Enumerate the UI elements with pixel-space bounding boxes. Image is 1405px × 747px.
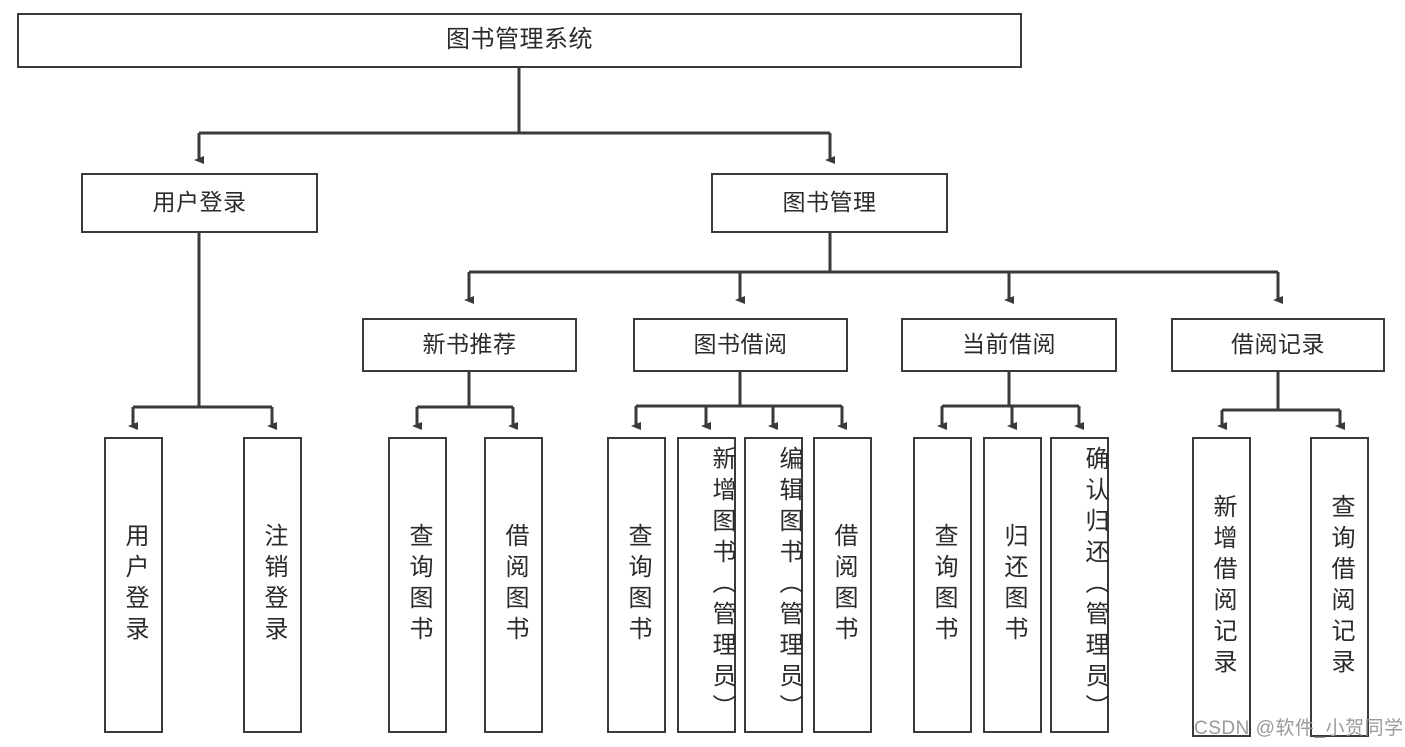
- node-label: 图书管理系统: [446, 26, 593, 54]
- leaf-edit-book-admin[interactable]: 编辑图书（管理员）: [744, 437, 803, 733]
- leaf-add-borrow-record[interactable]: 新增借阅记录: [1192, 437, 1251, 737]
- node-label: 查询图书: [929, 523, 957, 647]
- node-new-book-recommend[interactable]: 新书推荐: [362, 318, 577, 372]
- leaf-logout[interactable]: 注销登录: [243, 437, 302, 733]
- node-label: 归还图书: [999, 523, 1027, 647]
- node-label: 借阅图书: [829, 523, 857, 647]
- node-label: 编辑图书（管理员）: [775, 445, 802, 725]
- leaf-query-book-current[interactable]: 查询图书: [913, 437, 972, 733]
- node-label: 借阅图书: [500, 523, 528, 647]
- node-label: 新书推荐: [422, 331, 517, 358]
- leaf-confirm-return-admin[interactable]: 确认归还（管理员）: [1050, 437, 1109, 733]
- node-root-book-management-system[interactable]: 图书管理系统: [17, 13, 1022, 68]
- node-label: 查询图书: [404, 523, 432, 647]
- node-label: 用户登录: [152, 189, 247, 216]
- leaf-return-book[interactable]: 归还图书: [983, 437, 1042, 733]
- leaf-query-book-borrow[interactable]: 查询图书: [607, 437, 666, 733]
- node-label: 查询图书: [623, 523, 651, 647]
- node-label: 图书借阅: [693, 331, 788, 358]
- node-current-borrow[interactable]: 当前借阅: [901, 318, 1117, 372]
- leaf-query-borrow-record[interactable]: 查询借阅记录: [1310, 437, 1369, 737]
- leaf-user-login[interactable]: 用户登录: [104, 437, 163, 733]
- node-label: 查询借阅记录: [1326, 494, 1354, 680]
- leaf-borrow-book[interactable]: 借阅图书: [813, 437, 872, 733]
- leaf-borrow-book-recommend[interactable]: 借阅图书: [484, 437, 543, 733]
- node-book-management[interactable]: 图书管理: [711, 173, 948, 233]
- node-label: 新增图书（管理员）: [708, 445, 735, 725]
- node-label: 用户登录: [120, 523, 148, 647]
- leaf-add-book-admin[interactable]: 新增图书（管理员）: [677, 437, 736, 733]
- node-label: 当前借阅: [962, 331, 1056, 358]
- node-borrow-record[interactable]: 借阅记录: [1171, 318, 1385, 372]
- leaf-query-book-recommend[interactable]: 查询图书: [388, 437, 447, 733]
- node-user-login[interactable]: 用户登录: [81, 173, 318, 233]
- node-label: 新增借阅记录: [1208, 494, 1236, 680]
- node-label: 借阅记录: [1231, 331, 1325, 358]
- node-label: 图书管理: [782, 189, 877, 216]
- node-book-borrow[interactable]: 图书借阅: [633, 318, 848, 372]
- node-label: 注销登录: [259, 523, 287, 647]
- csdn-watermark: CSDN @软件_小贺同学: [1194, 718, 1404, 739]
- node-label: 确认归还（管理员）: [1081, 445, 1108, 725]
